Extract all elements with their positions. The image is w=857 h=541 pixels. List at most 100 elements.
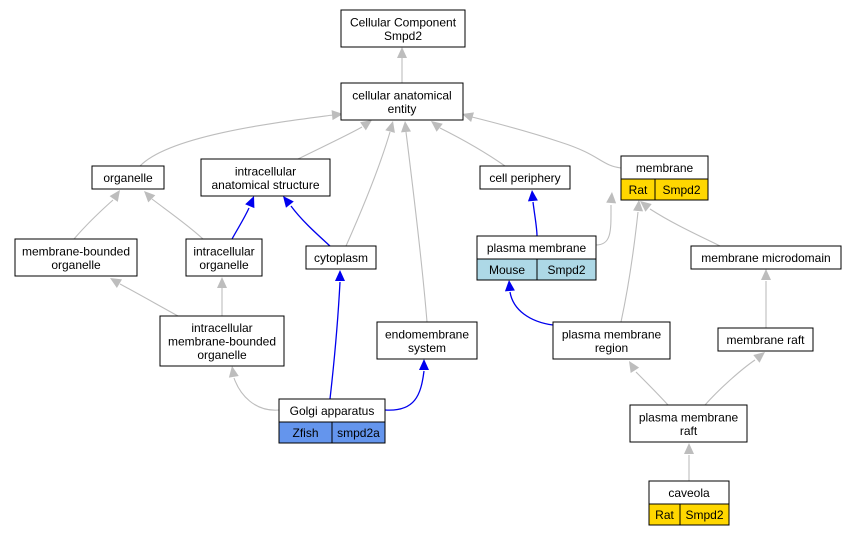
arrowhead (335, 270, 345, 281)
node-label-line: anatomical structure (211, 178, 319, 192)
node-label-line: entity (388, 102, 417, 116)
edge-cytoplasm-to-ias (283, 196, 331, 247)
edge-organelle-to-cae (139, 110, 343, 167)
gene-cell (679, 503, 730, 526)
species-label: Rat (655, 508, 674, 522)
node-label-line: organelle (51, 258, 101, 272)
node-label-line: region (595, 341, 628, 355)
edge-io-to-ias (231, 196, 255, 240)
node-label-line: membrane-bounded (22, 244, 130, 258)
node-label-line: intracellular (191, 321, 252, 335)
node-label-line: system (408, 341, 446, 355)
arrowhead (462, 112, 474, 122)
node-label: plasma membrane (487, 241, 587, 255)
species-label: Mouse (489, 263, 525, 277)
node-label-line: plasma membrane (639, 410, 739, 424)
node-label-line: raft (680, 424, 698, 438)
edge-cellperiph-to-cae (431, 121, 506, 167)
node-memraft[interactable]: membrane raft (717, 327, 814, 352)
arrowhead (606, 192, 617, 204)
arrowhead (633, 200, 644, 212)
edge-cae-to-root (397, 47, 407, 83)
arrowhead (684, 443, 694, 454)
arrowhead (431, 121, 443, 132)
arrowhead (761, 269, 771, 280)
node-label-line: Cellular Component (350, 15, 457, 29)
node-label-line: intracellular (193, 244, 254, 258)
edge-pmraft-to-memraft (704, 352, 765, 406)
node-label-line: cellular anatomical (352, 88, 451, 102)
edge-membrane-to-cae (462, 112, 622, 169)
arrowhead (385, 121, 395, 133)
arrowhead (228, 366, 239, 378)
gene-label: Smpd2 (685, 508, 723, 522)
node-label-line: membrane-bounded (168, 335, 276, 349)
node-label-line: Smpd2 (384, 29, 422, 43)
species-label: Zfish (292, 426, 318, 440)
node-label-line: plasma membrane (562, 327, 662, 341)
node-cytoplasm[interactable]: cytoplasm (305, 245, 377, 270)
node-label-line: organelle (197, 348, 247, 362)
node-label-line: membrane raft (726, 333, 805, 347)
arrowhead (419, 359, 429, 370)
arrowhead (504, 280, 515, 292)
gene-cell (331, 421, 386, 444)
node-label-line: organelle (199, 258, 249, 272)
edge-memraft-to-memmicro (761, 269, 771, 328)
node-label-line: membrane microdomain (701, 251, 830, 265)
edge-pmregion-to-plasmamem (504, 280, 554, 326)
node-organelle[interactable]: organelle (91, 165, 165, 190)
arrowhead (401, 121, 411, 133)
edge-mbo-to-organelle (73, 190, 120, 240)
arrowhead (331, 110, 343, 121)
node-label-line: endomembrane (385, 327, 469, 341)
node-label: membrane (636, 161, 694, 175)
arrowhead (527, 190, 538, 202)
node-memmicro[interactable]: membrane microdomain (690, 245, 842, 270)
gene-label: smpd2a (337, 426, 380, 440)
node-label: Golgi apparatus (290, 404, 375, 418)
arrowhead (144, 191, 156, 203)
arrowhead (753, 352, 765, 363)
edge-pmraft-to-pmregion (629, 361, 669, 406)
edge-cytoplasm-to-cae (345, 121, 395, 247)
gene-label: Smpd2 (662, 183, 700, 197)
arrowhead (217, 277, 227, 288)
gene-label: Smpd2 (547, 263, 585, 277)
edge-endomem-to-cae (401, 121, 428, 323)
node-label-line: organelle (103, 171, 153, 185)
arrowhead (629, 361, 640, 373)
edge-golgi-to-cytoplasm (329, 270, 345, 400)
edge-memmicro-to-membrane (640, 201, 721, 247)
edge-golgi-to-endomem (384, 359, 429, 411)
arrowhead (397, 47, 407, 58)
edge-plasmamem-to-cellperiph (527, 190, 538, 237)
edge-golgi-to-imbo (228, 366, 280, 411)
arrowhead (110, 278, 123, 288)
gene-cell (536, 258, 597, 281)
node-cellperiph[interactable]: cell periphery (479, 165, 571, 190)
arrowhead (283, 196, 294, 208)
edge-plasmamem-to-membrane (595, 192, 617, 246)
node-label-line: cytoplasm (314, 251, 368, 265)
node-label-line: cell periphery (489, 171, 560, 185)
node-label-line: intracellular (235, 164, 296, 178)
arrowhead (109, 190, 120, 202)
species-label: Rat (629, 183, 648, 197)
